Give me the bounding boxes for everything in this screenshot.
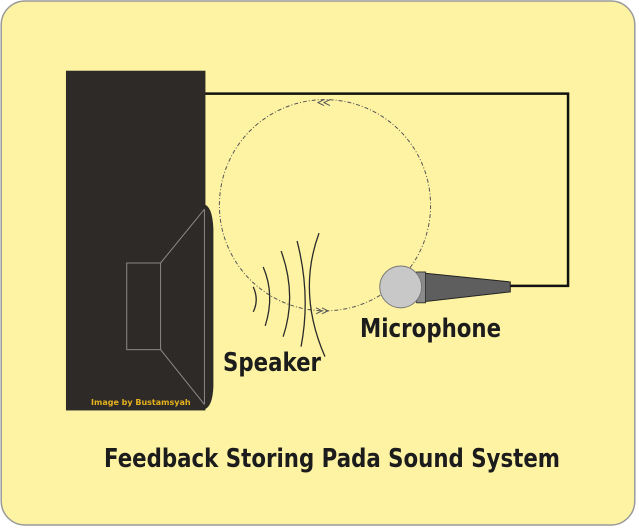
speaker-cabinet — [65, 70, 206, 411]
feedback-wire — [203, 92, 570, 288]
loop-arrow-top — [316, 99, 331, 107]
speaker-label: Speaker — [223, 348, 322, 378]
diagram-title: Feedback Storing Pada Sound System — [104, 444, 561, 474]
feedback-loop-path — [218, 99, 432, 312]
microphone-head — [379, 265, 423, 309]
speaker-cone — [203, 204, 214, 410]
sound-waves — [252, 232, 326, 357]
microphone — [379, 265, 511, 309]
speaker-driver-outline — [126, 208, 205, 405]
loop-arrow-bottom — [315, 307, 330, 315]
microphone-label: Microphone — [360, 314, 502, 344]
image-credit: Image by Bustamsyah — [91, 398, 191, 407]
